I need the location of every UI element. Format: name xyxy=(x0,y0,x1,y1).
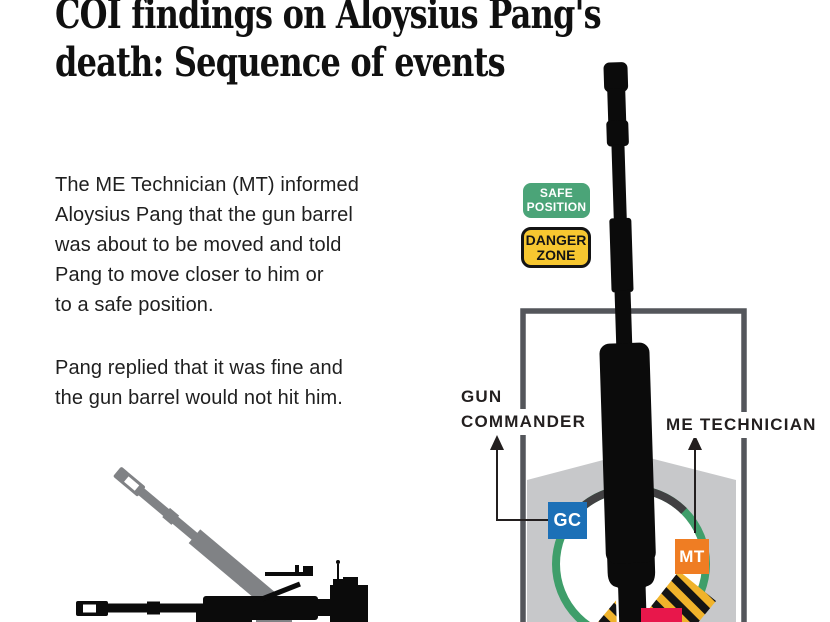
howitzer-silhouette xyxy=(76,467,368,622)
aloysius-pang-tag xyxy=(641,608,682,622)
howitzer-cab xyxy=(261,560,368,622)
body-paragraph-2: Pang replied that it was fine and the gu… xyxy=(55,357,343,409)
cabin-outline xyxy=(520,308,747,622)
danger-zone-badge: DANGER ZONE xyxy=(521,227,591,268)
me-technician-text: ME TECHNICIAN xyxy=(662,412,821,438)
me-technician-tag: MT xyxy=(675,539,709,574)
gun-commander-line1: GUN xyxy=(461,387,503,406)
lowered-barrel xyxy=(76,596,339,622)
breech-housing xyxy=(599,342,656,564)
gun-commander-label: GUN COMMANDER xyxy=(457,385,591,435)
safe-position-badge: SAFE POSITION xyxy=(523,183,590,218)
gun-commander-tag: GC xyxy=(548,502,587,539)
muzzle-brake xyxy=(603,62,629,93)
page-title: COI findings on Aloysius Pang's death: S… xyxy=(55,0,602,86)
gun-commander-line2: COMMANDER xyxy=(457,409,591,435)
gun-barrel-top-view xyxy=(599,62,658,622)
gc-arrow xyxy=(490,435,549,521)
body-paragraph-1: The ME Technician (MT) informed Aloysius… xyxy=(55,174,359,316)
me-technician-label: ME TECHNICIAN xyxy=(662,412,821,438)
mt-arrow xyxy=(688,435,702,533)
raised-barrel xyxy=(113,467,278,609)
